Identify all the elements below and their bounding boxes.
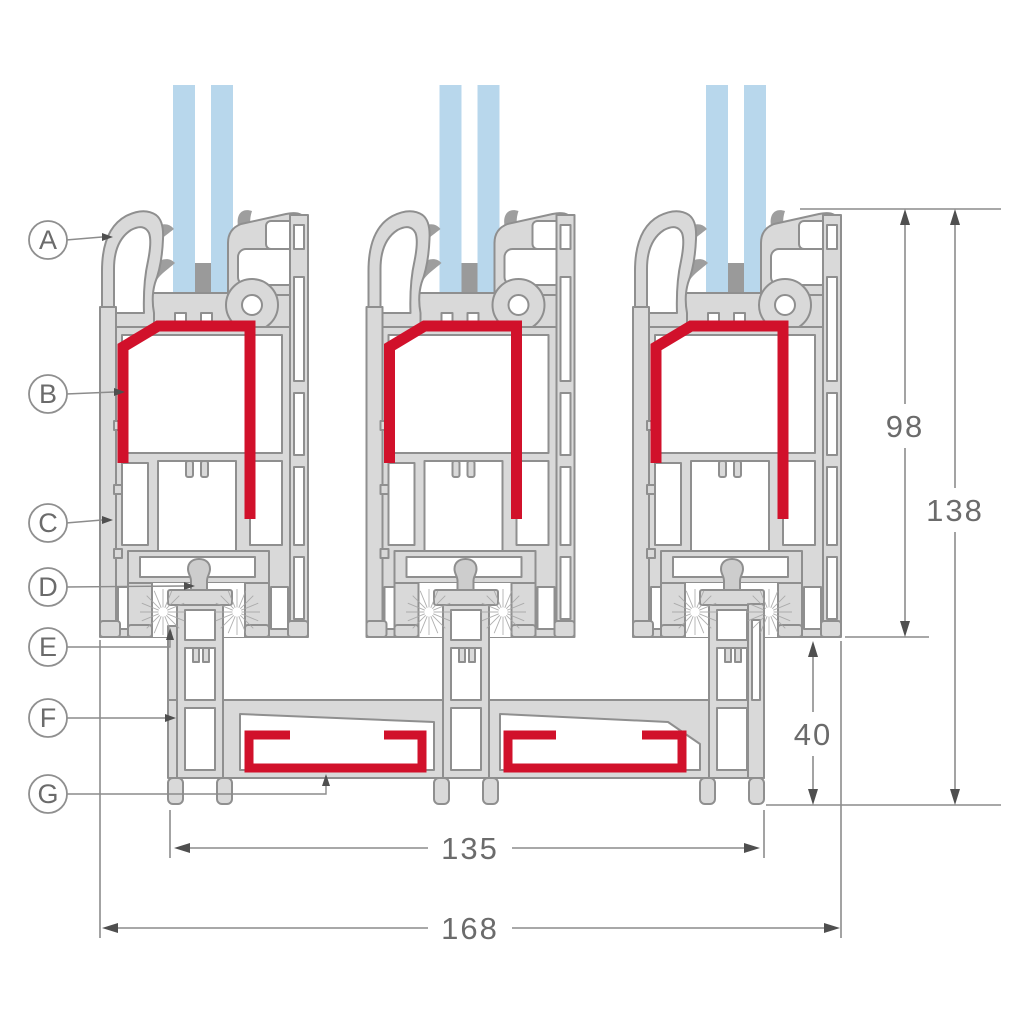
leader-arrow-icon (322, 774, 330, 786)
dim-value-135: 135 (441, 831, 499, 866)
track-finger (458, 647, 466, 663)
arrow-down-icon (900, 621, 910, 637)
sash-unit-3 (633, 85, 841, 637)
callout-letter: F (40, 703, 57, 733)
arrow-left-icon (102, 923, 118, 933)
callouts: A B C D E F (28, 220, 330, 814)
callout-b: B (28, 374, 125, 414)
track-finger (724, 647, 732, 663)
callout-bubble (28, 503, 68, 543)
leader-arrow-icon (165, 714, 176, 722)
sill-track-2 (433, 589, 499, 805)
leader-line (65, 236, 103, 241)
callout-letter: A (39, 225, 57, 255)
callout-letter: B (39, 379, 57, 409)
callout-f: F (28, 698, 176, 738)
callout-bubble (28, 774, 68, 814)
callout-letter: G (37, 779, 58, 809)
leader-line (65, 391, 115, 395)
leader-arrow-icon (102, 233, 113, 241)
leader-line (66, 786, 327, 795)
callout-bubble (28, 567, 68, 607)
track-finger (468, 647, 476, 663)
wall-chamber (751, 619, 761, 701)
arrow-right-icon (744, 843, 760, 853)
sill-steel-channel (503, 730, 687, 773)
track-finger (202, 647, 210, 663)
arrow-right-icon (824, 923, 840, 933)
arrow-up-icon (900, 209, 910, 225)
dimension-138: 138 (926, 209, 984, 805)
dim-value-138: 138 (926, 493, 984, 528)
sill-bay-chamber (239, 713, 435, 771)
track-finger (192, 647, 200, 663)
leader-arrow-icon (166, 628, 174, 640)
sill-foot (433, 777, 450, 805)
arrow-down-icon (950, 789, 960, 805)
callout-bubble (28, 220, 68, 260)
track-cap (699, 589, 765, 606)
callout-d: D (28, 567, 195, 607)
track-finger (734, 647, 742, 663)
dim-value-40: 40 (794, 717, 832, 752)
sash-unit-2 (367, 85, 575, 637)
sill-foot (482, 777, 499, 805)
callout-bubble (28, 627, 68, 667)
sill-track-3 (699, 589, 765, 805)
callout-letter: D (38, 572, 58, 602)
sill-foot (167, 777, 184, 805)
dimension-98: 98 (886, 209, 924, 637)
callout-a: A (28, 220, 113, 260)
callout-g: G (28, 774, 330, 814)
track-chamber (716, 707, 748, 771)
leader-line (65, 585, 185, 588)
track-chamber (450, 707, 482, 771)
track-chamber (184, 707, 216, 771)
leader-arrow-icon (102, 516, 113, 524)
callout-bubble (28, 374, 68, 414)
leader-arrow-icon (114, 388, 125, 396)
arrow-down-icon (808, 789, 818, 805)
sill-foot (748, 777, 765, 805)
track-cap (167, 589, 233, 606)
arrow-up-icon (808, 641, 818, 657)
dim-value-168: 168 (441, 911, 499, 946)
leader-line (65, 519, 103, 524)
dimension-40: 40 (794, 641, 832, 805)
callout-bubble (28, 698, 68, 738)
dimension-168: 168 (102, 911, 840, 946)
leader-line (66, 640, 171, 648)
track-chamber (450, 609, 482, 641)
track-cap (433, 589, 499, 606)
dimensions: 98 138 40 135 (99, 208, 1001, 946)
leader-arrow-icon (184, 582, 195, 590)
dimension-135: 135 (174, 831, 760, 866)
track-chamber (716, 609, 748, 641)
sill-profile (167, 589, 765, 805)
sill-foot (216, 777, 233, 805)
sill-foot (699, 777, 716, 805)
arrow-left-icon (174, 843, 190, 853)
callout-c: C (28, 503, 113, 543)
callout-letter: C (38, 508, 58, 538)
sill-track-1 (167, 589, 233, 805)
sill-steel-channel (244, 730, 427, 773)
arrow-up-icon (950, 209, 960, 225)
callout-e: E (28, 627, 174, 667)
callout-letter: E (39, 632, 57, 662)
sash-unit-1 (100, 85, 308, 637)
track-chamber (184, 609, 216, 641)
sill-bay-chamber (499, 713, 701, 771)
dim-value-98: 98 (886, 409, 924, 444)
